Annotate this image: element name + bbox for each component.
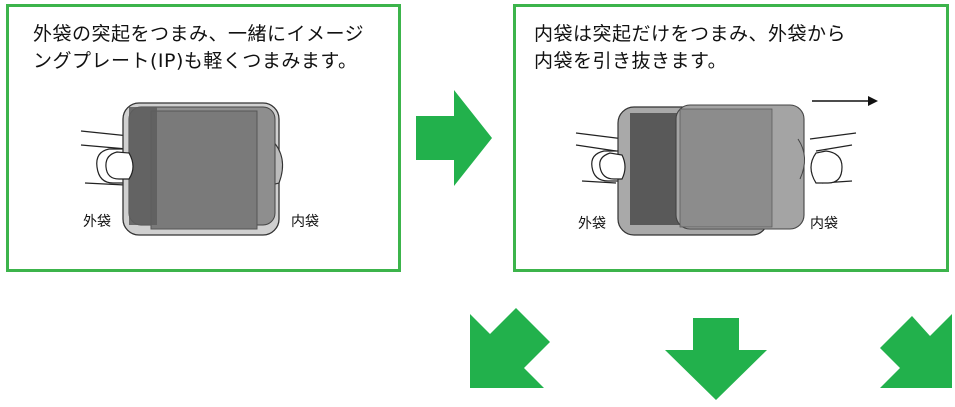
- imaging-plate: [150, 110, 258, 230]
- right-fingers: [809, 132, 857, 184]
- inner-bag-label: 内袋: [291, 214, 319, 230]
- outer-bag-label: 外袋: [83, 214, 111, 230]
- step-2-panel: 内袋は突起だけをつまみ、外袋から 内袋を引き抜きます。 外袋: [513, 4, 949, 272]
- right-arrow-icon: [416, 90, 492, 186]
- down-arrow-icon: [665, 318, 767, 400]
- down-left-arrow-icon: [470, 308, 550, 388]
- outer-bag-label: 外袋: [578, 216, 606, 232]
- step-2-instruction: 内袋は突起だけをつまみ、外袋から 内袋を引き抜きます。: [534, 23, 847, 72]
- step-1-instruction: 外袋の突起をつまみ、一緒にイメージ ングプレート(IP)も軽くつまみます。: [33, 23, 365, 72]
- step-1-panel: 外袋の突起をつまみ、一緒にイメージ ングプレート(IP)も軽くつまみます。 外袋…: [6, 4, 401, 272]
- down-right-arrow-icon: [880, 314, 952, 388]
- pull-direction-arrow-icon: [812, 96, 878, 106]
- inner-bag-label: 内袋: [810, 216, 838, 232]
- step-1-illustration: [80, 102, 284, 236]
- step-2-illustration: [575, 96, 878, 236]
- fingertip: [105, 151, 134, 180]
